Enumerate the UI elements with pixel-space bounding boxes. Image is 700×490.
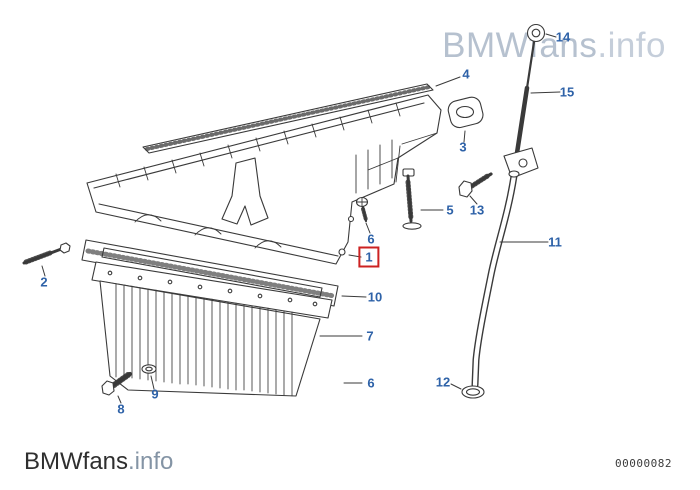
part-13-bolt-drawing: [458, 172, 493, 198]
part-10-gasket-drawing: [81, 239, 339, 307]
callout-1-selected[interactable]: 1: [358, 246, 380, 268]
part-14-15-dipstick-drawing: [512, 23, 546, 169]
callout-3[interactable]: 3: [459, 139, 467, 155]
callout-2[interactable]: 2: [40, 274, 48, 290]
watermark-suffix: .info: [597, 26, 666, 65]
part-9-washer-drawing: [141, 364, 157, 374]
callout-7[interactable]: 7: [366, 328, 374, 344]
diagram-number: 00000082: [615, 457, 672, 470]
callout-4[interactable]: 4: [462, 66, 470, 82]
logo-main: BMWfans: [24, 448, 129, 475]
callout-8[interactable]: 8: [117, 401, 125, 417]
callout-6-lower[interactable]: 6: [367, 375, 375, 391]
callout-10[interactable]: 10: [367, 289, 383, 305]
part-2-stud-drawing: [22, 242, 71, 265]
part-1-upper-sump-drawing: [86, 94, 442, 265]
callout-6-upper[interactable]: 6: [367, 231, 375, 247]
part-4-upper-gasket-drawing: [142, 83, 434, 154]
part-3-grommet-drawing: [447, 96, 484, 129]
site-logo[interactable]: BMWfans.info: [24, 448, 173, 476]
callout-9[interactable]: 9: [151, 386, 159, 402]
part-5-bolt-drawing: [402, 168, 422, 230]
part-6-upper-screw-drawing: [355, 196, 369, 223]
callout-11[interactable]: 11: [548, 234, 562, 250]
part-8-drain-plug-drawing: [101, 372, 132, 396]
logo-suffix: .info: [128, 448, 174, 475]
callout-13[interactable]: 13: [469, 202, 485, 218]
callout-14[interactable]: 14: [555, 29, 571, 45]
part-12-o-ring-drawing: [461, 385, 485, 399]
watermark-main: BMWfans: [442, 26, 598, 65]
part-11-guide-tube-drawing: [471, 147, 539, 389]
site-watermark: BMWfans.info: [442, 26, 666, 66]
callout-12[interactable]: 12: [435, 374, 451, 390]
callout-5[interactable]: 5: [446, 202, 454, 218]
callout-15[interactable]: 15: [559, 84, 575, 100]
